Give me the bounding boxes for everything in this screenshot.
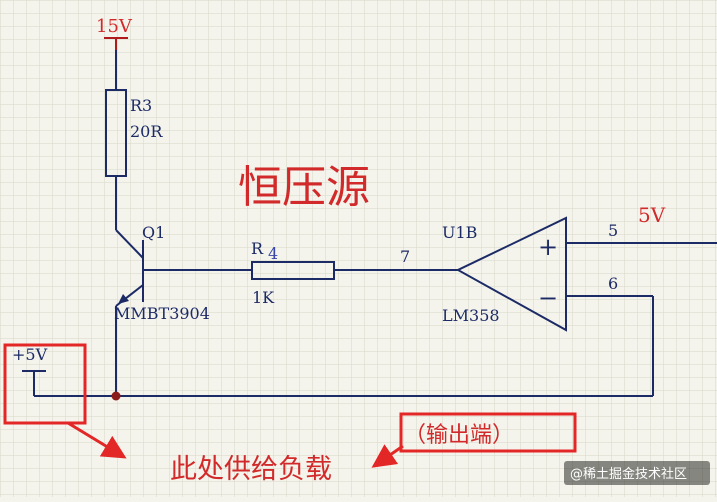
pin5-label: 5 xyxy=(608,221,618,240)
opamp-u1b xyxy=(455,216,567,332)
arrow-right xyxy=(371,444,404,468)
u1b-name-label: U1B xyxy=(442,223,477,242)
opamp-plus-sign: + xyxy=(538,233,558,261)
plus5v-symbol xyxy=(22,370,46,396)
r3-name-label: R3 xyxy=(130,96,152,115)
q1-name-label: Q1 xyxy=(142,223,165,242)
output-annotation-box xyxy=(399,412,577,453)
pin7-label: 7 xyxy=(400,247,410,266)
watermark-text: @稀土掘金技术社区 xyxy=(570,466,687,482)
output-annotation-text: （输出端） xyxy=(404,423,514,448)
reference-5v-label: 5V xyxy=(638,203,666,227)
highlight-box-left xyxy=(3,343,87,425)
supply-15v-label: 15V xyxy=(96,16,133,37)
supply-15v-symbol xyxy=(104,37,128,50)
q1-part-label: MMBT3904 xyxy=(114,304,210,323)
arrow-left xyxy=(67,421,127,459)
plus5v-label: +5V xyxy=(12,345,48,364)
u1b-part-label: LM358 xyxy=(442,306,500,325)
watermark-background xyxy=(564,461,710,485)
r4-name-label: R xyxy=(251,239,264,258)
r4-number-label: 4 xyxy=(268,244,278,263)
circuit-title: 恒压源 xyxy=(238,162,370,213)
r3-value-label: 20R xyxy=(130,122,163,141)
load-annotation-text: 此处供给负载 xyxy=(170,454,332,485)
junction-dot xyxy=(111,391,121,401)
opamp-minus-sign: − xyxy=(538,284,558,312)
r4-value-label: 1K xyxy=(252,288,275,307)
pin6-label: 6 xyxy=(608,274,618,293)
